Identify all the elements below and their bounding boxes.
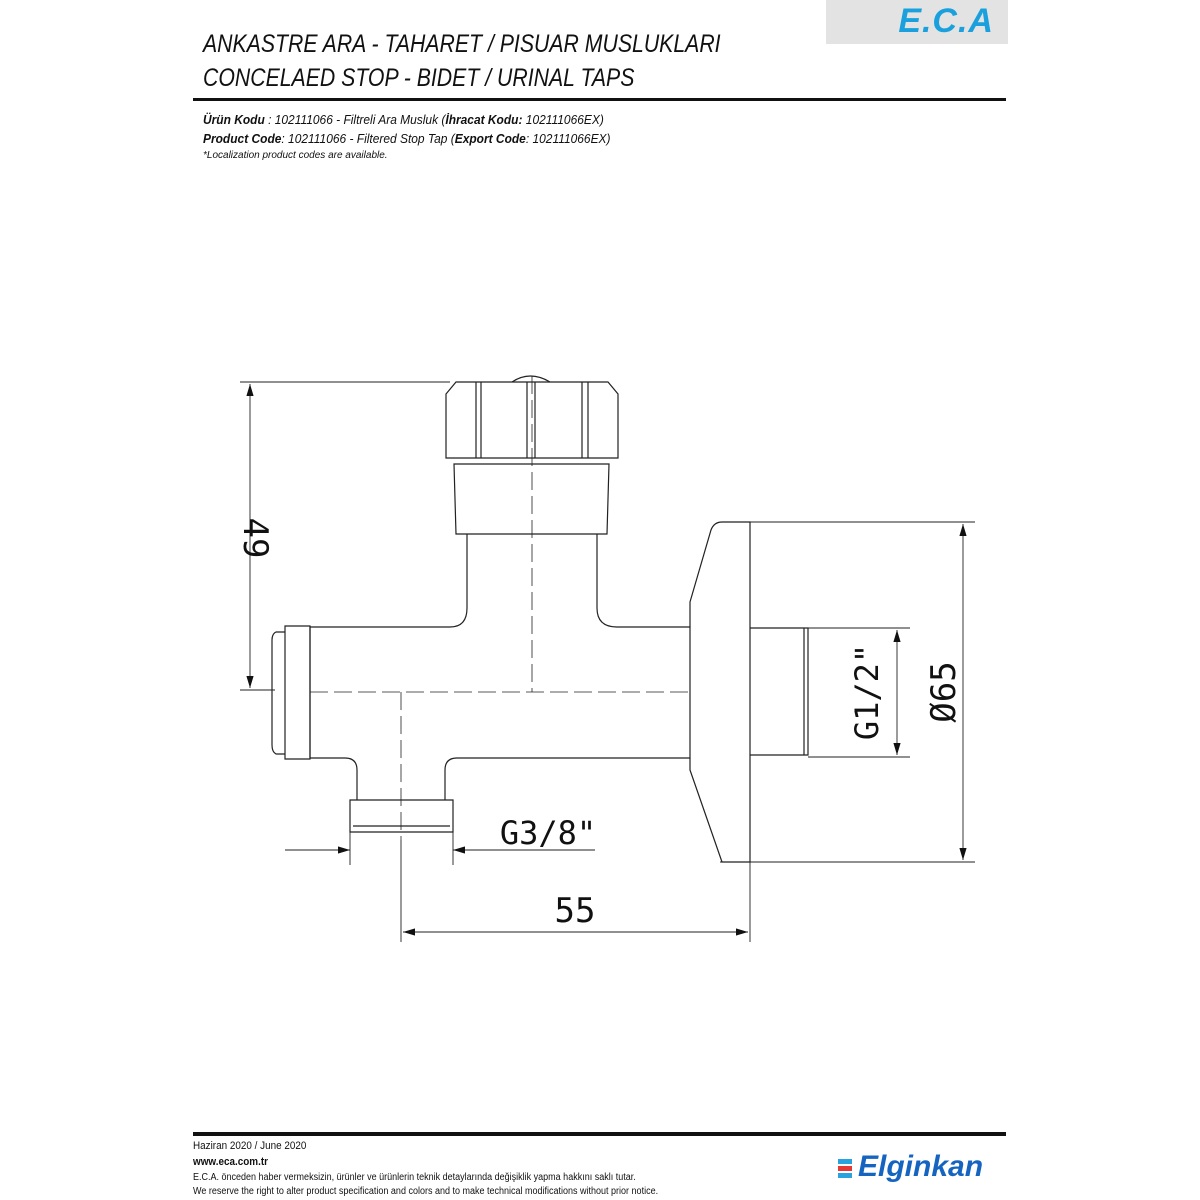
footer-disclaimer-tr: E.C.A. önceden haber vermeksizin, ürünle… — [193, 1172, 636, 1183]
elginkan-logo: Elginkan — [838, 1150, 983, 1184]
header-divider — [193, 98, 1006, 101]
dimension-lines — [240, 381, 975, 942]
footer-disclaimer-en: We reserve the right to alter product sp… — [193, 1186, 659, 1197]
dim-inlet-thread: G1/2" — [848, 644, 886, 740]
dim-flange-diameter: Ø65 — [924, 661, 964, 722]
footer-date: Haziran 2020 / June 2020 — [193, 1140, 307, 1152]
tap-body — [271, 375, 809, 863]
footer-divider — [193, 1132, 1006, 1136]
footer-website[interactable]: www.eca.com.tr — [193, 1156, 269, 1168]
product-code-tr: Ürün Kodu : 102111066 - Filtreli Ara Mus… — [203, 112, 604, 127]
eca-logo: E.C.A — [826, 0, 1008, 44]
product-code-en: Product Code: 102111066 - Filtered Stop … — [203, 131, 611, 146]
title-english: CONCELAED STOP - BIDET / URINAL TAPS — [203, 64, 635, 92]
dim-outlet-thread: G3/8" — [500, 814, 596, 852]
elginkan-stripes-icon — [838, 1157, 852, 1180]
dim-height: 49 — [235, 518, 275, 559]
localization-note: *Localization product codes are availabl… — [203, 150, 388, 161]
dim-length: 55 — [555, 891, 596, 931]
title-turkish: ANKASTRE ARA - TAHARET / PISUAR MUSLUKLA… — [203, 30, 721, 58]
